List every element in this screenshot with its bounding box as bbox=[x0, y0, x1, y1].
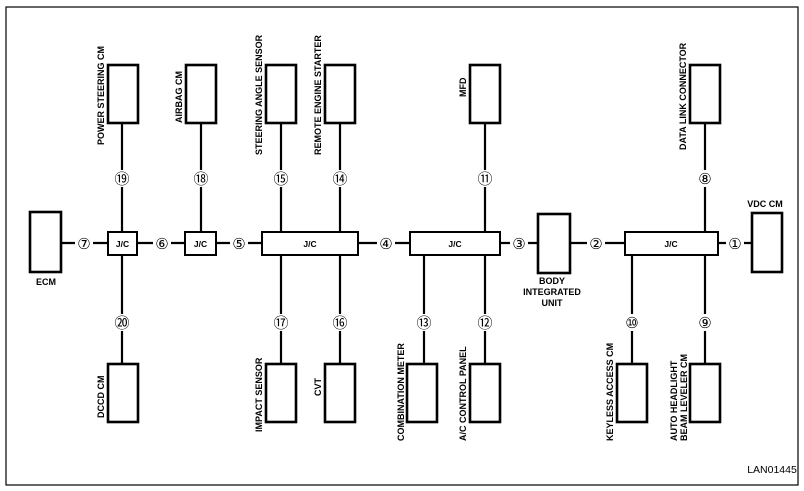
ecm-label: ECM bbox=[36, 277, 56, 287]
remote-engine-box bbox=[323, 63, 357, 125]
jc-label-3: J/C bbox=[303, 239, 316, 249]
connector-20: ⑳ bbox=[114, 314, 129, 332]
connector-14: ⑭ bbox=[332, 170, 347, 188]
connector-2: ② bbox=[589, 235, 602, 253]
jc-box-3 bbox=[261, 231, 359, 256]
connector-4: ④ bbox=[379, 235, 392, 253]
jc-label-5: J/C bbox=[664, 239, 677, 249]
headlight-label-1: AUTO HEADLIGHT bbox=[669, 360, 679, 441]
connector-3: ③ bbox=[512, 235, 525, 253]
connector-16: ⑯ bbox=[332, 314, 347, 332]
ecm-box bbox=[28, 210, 63, 274]
ac-panel-label: A/C CONTROL PANEL bbox=[458, 346, 468, 441]
vdc-box bbox=[750, 211, 784, 274]
headlight-label-2: BEAM LEVELER CM bbox=[679, 354, 689, 441]
jc-box-5 bbox=[624, 231, 719, 256]
body-unit-box bbox=[536, 212, 572, 275]
cvt-label: CVT bbox=[313, 377, 323, 396]
mfd-label: MFD bbox=[458, 77, 468, 97]
cvt-box bbox=[323, 362, 357, 424]
mfd-box bbox=[468, 63, 502, 125]
connector-17: ⑰ bbox=[273, 314, 288, 332]
keyless-label: KEYLESS ACCESS CM bbox=[605, 343, 615, 441]
impact-sensor-box bbox=[264, 362, 298, 424]
connector-5: ⑤ bbox=[232, 235, 245, 253]
connector-numbers: ⑦ ⑥ ⑤ ④ ③ ② ① ⑲ ⑳ ⑱ ⑮ ⑭ ⑰ ⑯ ⑪ ⑬ ⑫ ⑧ ⑩ bbox=[75, 170, 744, 332]
connector-10: ⑩ bbox=[625, 314, 638, 332]
junction-connectors: J/C J/C J/C J/C J/C bbox=[107, 231, 719, 256]
body-unit-label-2: INTEGRATED bbox=[523, 287, 581, 297]
body-unit-label-1: BODY bbox=[539, 276, 565, 286]
jc-box-2 bbox=[184, 231, 217, 256]
jc-label-2: J/C bbox=[194, 239, 207, 249]
connector-8: ⑧ bbox=[698, 170, 711, 188]
connector-6: ⑥ bbox=[155, 235, 168, 253]
headlight-box bbox=[688, 362, 722, 424]
connector-12: ⑫ bbox=[477, 314, 492, 332]
dccd-label: DCCD CM bbox=[96, 376, 106, 419]
module-boxes bbox=[28, 63, 784, 424]
airbag-box bbox=[184, 63, 218, 125]
ac-panel-box bbox=[468, 362, 502, 424]
jc-box-4 bbox=[409, 231, 501, 256]
steering-angle-box bbox=[264, 63, 298, 125]
impact-sensor-label: IMPACT SENSOR bbox=[254, 357, 264, 432]
data-link-label: DATA LINK CONNECTOR bbox=[678, 42, 688, 150]
power-steering-label: POWER STEERING CM bbox=[96, 46, 106, 145]
figure-code: LAN01445 bbox=[747, 464, 797, 476]
connector-15: ⑮ bbox=[273, 170, 288, 188]
combination-meter-box bbox=[405, 362, 439, 424]
diagram-frame bbox=[5, 6, 799, 486]
remote-engine-label: REMOTE ENGINE STARTER bbox=[313, 35, 323, 155]
connector-9: ⑨ bbox=[698, 314, 711, 332]
jc-label-4: J/C bbox=[448, 239, 461, 249]
airbag-label: AIRBAG CM bbox=[174, 71, 184, 123]
connector-11: ⑪ bbox=[477, 170, 492, 188]
jc-box-1 bbox=[107, 231, 138, 256]
connector-18: ⑱ bbox=[193, 170, 208, 188]
combination-meter-label: COMBINATION METER bbox=[396, 343, 406, 441]
connector-13: ⑬ bbox=[416, 314, 431, 332]
connector-7: ⑦ bbox=[77, 235, 90, 253]
keyless-box bbox=[615, 362, 649, 424]
data-link-box bbox=[688, 63, 722, 125]
steering-angle-label: STEERING ANGLE SENSOR bbox=[254, 34, 264, 155]
connector-19: ⑲ bbox=[114, 170, 129, 188]
power-steering-box bbox=[106, 63, 140, 125]
jc-label-1: J/C bbox=[116, 239, 129, 249]
connector-1: ① bbox=[728, 235, 741, 253]
horizontal-labels: ECM BODY INTEGRATED UNIT VDC CM LAN01445 bbox=[36, 199, 797, 476]
dccd-box bbox=[106, 362, 140, 424]
vdc-label: VDC CM bbox=[747, 199, 783, 209]
vertical-labels: POWER STEERING CM AIRBAG CM STEERING ANG… bbox=[96, 34, 689, 441]
body-unit-label-3: UNIT bbox=[542, 298, 563, 308]
